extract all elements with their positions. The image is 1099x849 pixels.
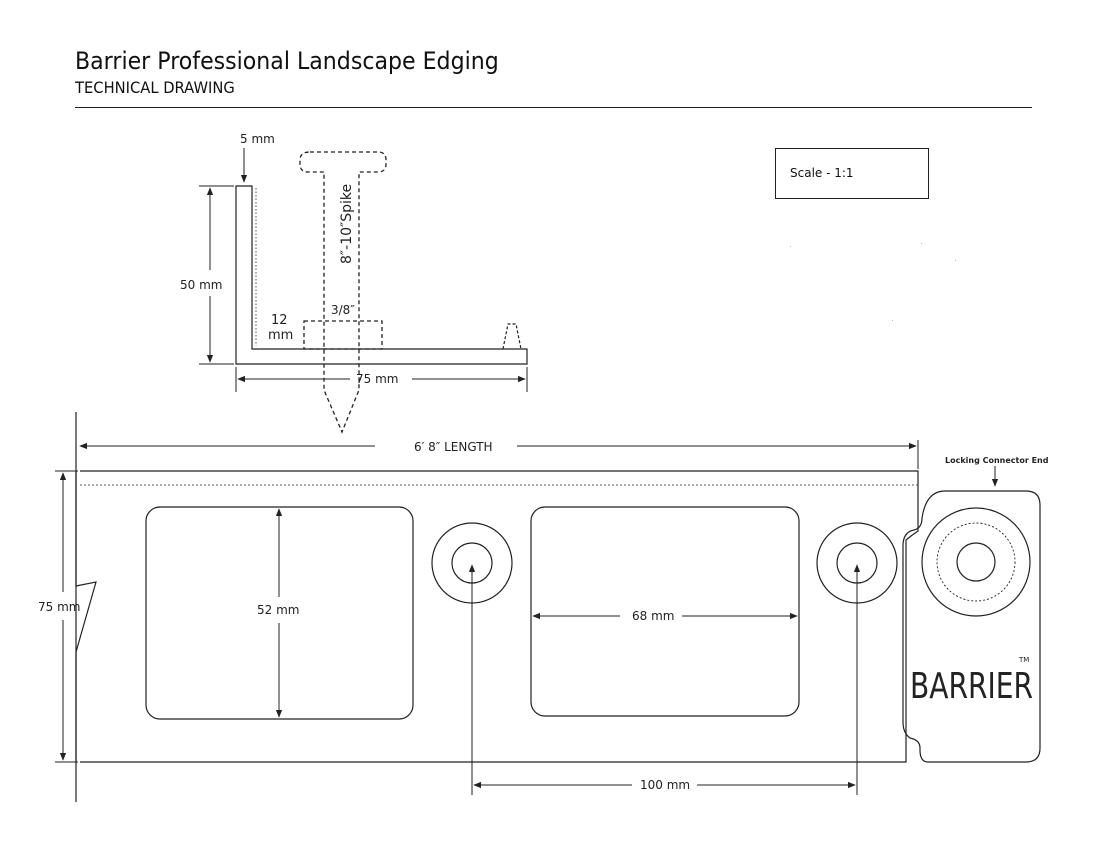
locking-connector bbox=[902, 490, 1041, 763]
connector-label: Locking Connector End bbox=[945, 456, 1049, 465]
slot-right bbox=[530, 506, 800, 717]
page-subtitle: TECHNICAL DRAWING bbox=[75, 78, 235, 97]
scale-box: Scale - 1:1 bbox=[775, 148, 929, 199]
slot-left bbox=[145, 506, 414, 720]
base-width-label: 75 mm bbox=[356, 372, 398, 386]
hole-spacing-label: 100 mm bbox=[640, 778, 690, 792]
break-symbol bbox=[75, 471, 97, 762]
connector-ring-dotted bbox=[936, 522, 1016, 602]
slot-width-label: 68 mm bbox=[632, 609, 674, 623]
strip-outline bbox=[80, 470, 919, 763]
strip-dimensions bbox=[55, 440, 919, 795]
profile-outline bbox=[235, 185, 528, 365]
page-title: Barrier Professional Landscape Edging bbox=[75, 47, 499, 75]
spike-diameter-label: 3/8″ bbox=[331, 303, 355, 317]
anchor-tab bbox=[502, 323, 522, 350]
trademark-symbol: TM bbox=[1018, 656, 1029, 664]
slot-height-label: 52 mm bbox=[257, 603, 299, 617]
scale-label: Scale - 1:1 bbox=[790, 166, 854, 180]
edging-strip bbox=[75, 412, 919, 802]
profile-dimensions bbox=[199, 148, 528, 392]
scan-specks bbox=[790, 243, 956, 321]
edging-profile bbox=[235, 185, 528, 365]
connector-hole bbox=[956, 542, 996, 582]
ledge-label-value: 12 bbox=[271, 313, 288, 328]
ledge-label-unit: mm bbox=[268, 328, 293, 343]
header-divider bbox=[75, 107, 1032, 108]
height-label: 50 mm bbox=[180, 278, 222, 292]
length-label: 6′ 8″ LENGTH bbox=[414, 440, 493, 454]
strip-height-label: 75 mm bbox=[38, 600, 80, 614]
brand-logo: BARRIER bbox=[910, 666, 1033, 707]
connector-ring-outer bbox=[921, 507, 1031, 617]
spike-sleeve bbox=[303, 320, 383, 350]
spike-label: 8″-10″Spike bbox=[339, 184, 355, 264]
thickness-label: 5 mm bbox=[240, 132, 275, 146]
spike-outline bbox=[299, 151, 387, 434]
